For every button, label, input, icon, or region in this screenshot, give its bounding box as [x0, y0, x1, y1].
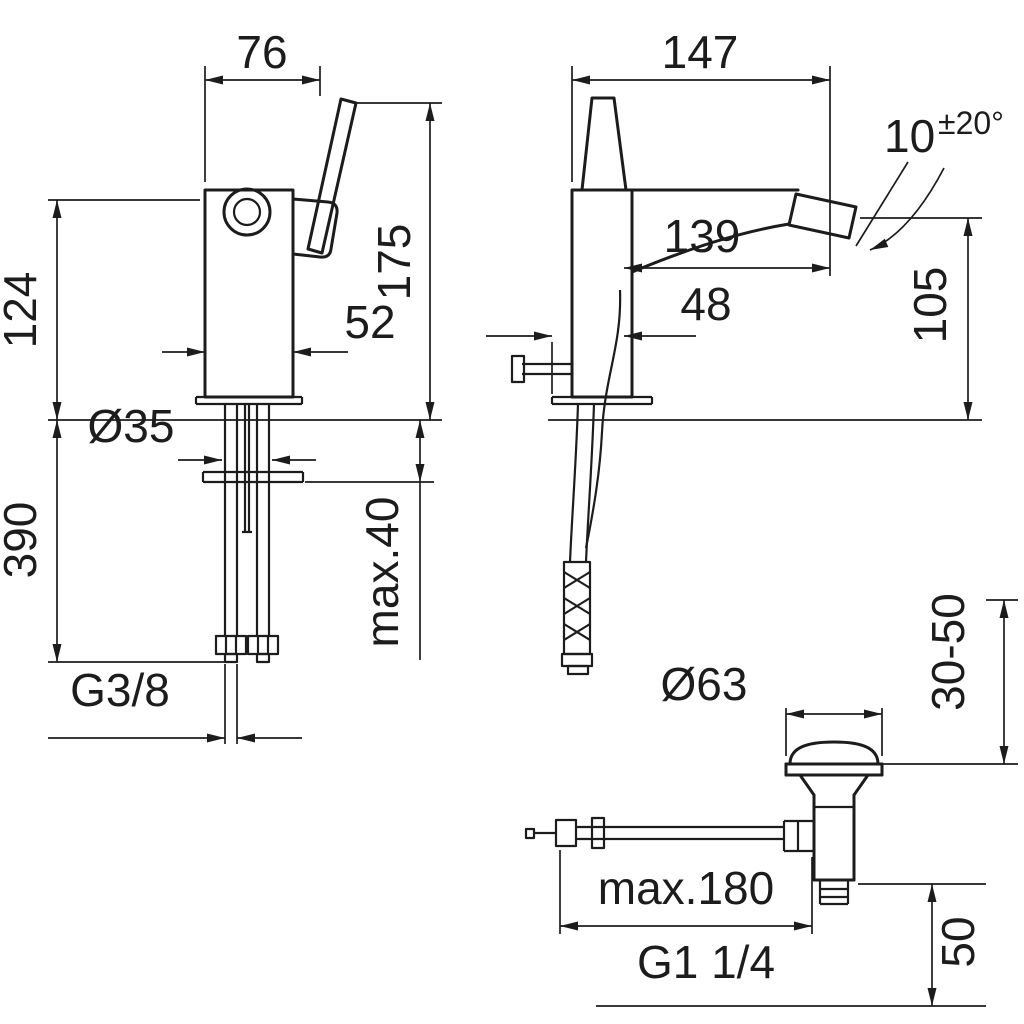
dim-drain-plug-diameter: Ø63 [661, 658, 883, 756]
dim-drain-deck-range: 30-50 [882, 593, 1018, 765]
dim-drain-tail-length: 50 [858, 883, 986, 1006]
front-view: 76 124 175 52 Ø35 390 [0, 26, 442, 744]
front-body-depth-label: 52 [344, 296, 395, 348]
faucet-side-outline [510, 96, 982, 676]
front-hose-length-label: 390 [0, 502, 46, 579]
drain-deck-range-label: 30-50 [922, 593, 974, 711]
spray-angle-tolerance-label: ±20° [938, 105, 1004, 141]
dim-side-knob-offset: 48 [486, 278, 732, 394]
dim-drain-waste-thread: G1 1/4 [596, 936, 986, 1007]
side-spout-reach-label: 139 [664, 210, 741, 262]
dim-front-height-overall: 175 [354, 102, 442, 420]
front-height-to-spout-label: 124 [0, 272, 46, 349]
dim-front-supply-thread: G3/8 [48, 664, 302, 744]
popup-knob [510, 354, 526, 384]
side-knob-offset-label: 48 [680, 278, 731, 330]
handle-base [291, 197, 339, 259]
drain-tail-length-label: 50 [932, 916, 984, 967]
lever-side [580, 96, 628, 192]
popup-rod [584, 289, 622, 549]
dim-side-depth-overall: 147 [571, 26, 831, 276]
dim-front-deck-thickness: max.40 [305, 420, 434, 660]
drain-waste-thread-label: G1 1/4 [637, 936, 775, 988]
dim-front-height-to-spout: 124 [0, 199, 200, 420]
drain-rod-length-label: max.180 [598, 862, 774, 914]
drain-plug-diameter-label: Ø63 [661, 658, 748, 710]
dim-drain-rod-length: max.180 [559, 850, 813, 934]
drain-outline [524, 740, 884, 906]
front-supply-thread-label: G3/8 [70, 664, 170, 716]
faucet-front-outline [48, 97, 442, 664]
spray-nozzle [787, 192, 858, 240]
lever-handle [306, 97, 358, 255]
side-view: 147 139 48 105 10 ±20° [486, 26, 1004, 676]
front-height-overall-label: 175 [368, 224, 420, 301]
dim-front-hose-length: 390 [0, 420, 234, 663]
dim-front-hole-diameter: Ø35 [88, 400, 316, 465]
drain-view: Ø63 30-50 max.180 50 G1 1/4 [524, 593, 1018, 1007]
dim-side-spout-reach: 139 [624, 210, 830, 273]
dim-front-body-depth: 52 [162, 296, 396, 357]
side-depth-overall-label: 147 [662, 26, 739, 78]
dim-front-top-width: 76 [204, 26, 321, 182]
front-deck-thickness-label: max.40 [356, 497, 408, 648]
side-outlet-height-label: 105 [904, 267, 956, 344]
spray-angle-label: 10 [884, 110, 935, 162]
front-top-width-label: 76 [236, 26, 287, 78]
front-hole-diameter-label: Ø35 [88, 400, 175, 452]
plug-cap [788, 740, 880, 766]
dim-side-spray-angle: 10 ±20° [855, 105, 1004, 251]
dim-side-outlet-height: 105 [860, 217, 982, 420]
